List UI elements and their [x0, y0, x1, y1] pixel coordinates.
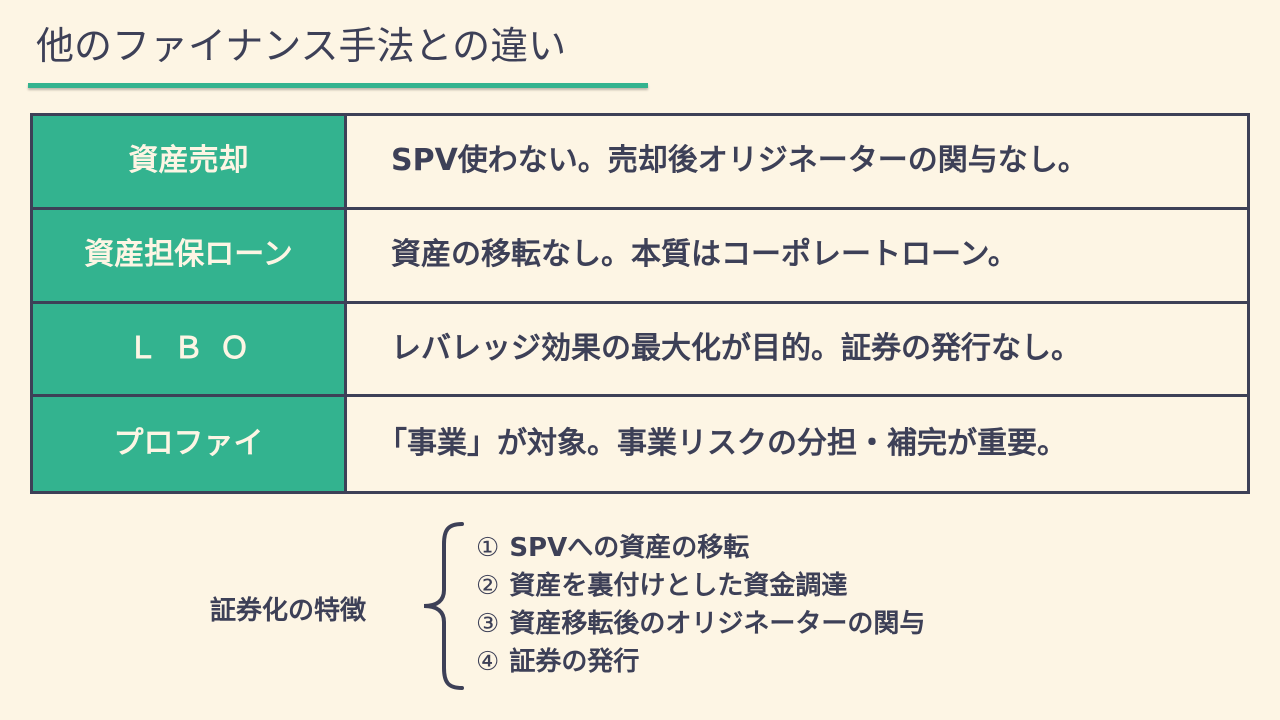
feature-item: ① SPVへの資産の移転	[476, 529, 925, 567]
method-cell-asset-backed-loan: 資産担保ローン	[33, 209, 347, 304]
feature-item: ④ 証券の発行	[476, 643, 925, 681]
curly-brace-icon	[423, 522, 464, 690]
feature-number: ②	[476, 571, 500, 601]
description-cell-asset-backed-loan: 資産の移転なし。本質はコーポレートローン。	[347, 209, 1247, 304]
feature-number: ④	[476, 647, 500, 677]
method-cell-lbo: ＬＢＯ	[33, 303, 347, 398]
feature-text: 資産を裏付けとした資金調達	[509, 571, 848, 601]
feature-item: ③ 資産移転後のオリジネーターの関与	[476, 605, 925, 643]
comparison-table: 資産売却 SPV使わない。売却後オリジネーターの関与なし。 資産担保ローン 資産…	[30, 113, 1250, 494]
feature-item: ② 資産を裏付けとした資金調達	[476, 567, 925, 605]
feature-number: ③	[476, 609, 500, 639]
method-cell-asset-sale: 資産売却	[33, 116, 347, 210]
feature-text: 資産移転後のオリジネーターの関与	[509, 609, 926, 639]
description-cell-lbo: レバレッジ効果の最大化が目的。証券の発行なし。	[347, 303, 1247, 398]
feature-text: SPVへの資産の移転	[509, 533, 750, 563]
description-cell-project-finance: 「事業」が対象。事業リスクの分担・補完が重要。	[347, 397, 1247, 491]
method-cell-project-finance: プロファイ	[33, 397, 347, 491]
description-cell-asset-sale: SPV使わない。売却後オリジネーターの関与なし。	[347, 116, 1247, 210]
feature-number: ①	[476, 533, 500, 563]
features-list: ① SPVへの資産の移転 ② 資産を裏付けとした資金調達 ③ 資産移転後のオリジネータ…	[476, 529, 925, 681]
feature-text: 証券の発行	[509, 647, 640, 677]
title-underline	[28, 83, 648, 88]
features-label: 証券化の特徴	[210, 596, 367, 626]
slide-title: 他のファイナンス手法との違い	[36, 24, 567, 68]
